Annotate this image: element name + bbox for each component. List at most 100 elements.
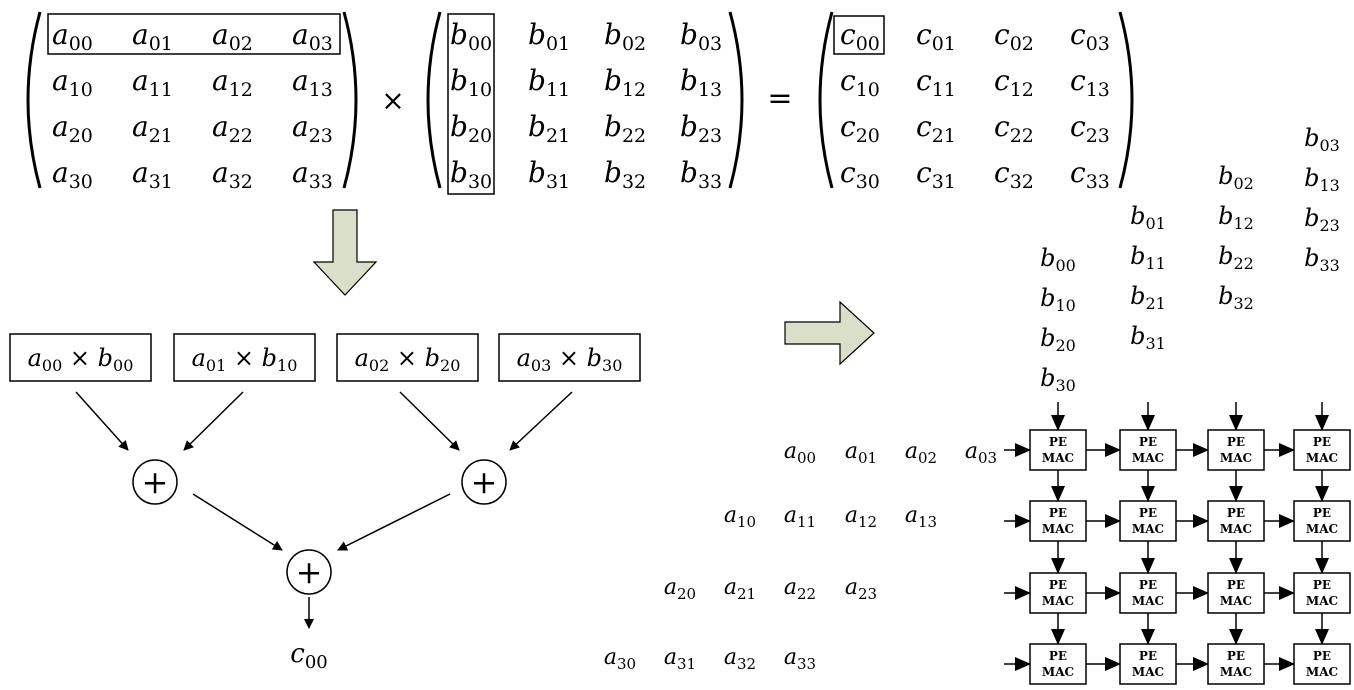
pe-label-bottom: MAC xyxy=(1132,665,1164,679)
matrix-a-cell-32: a32 xyxy=(212,156,253,193)
matrix-a-right-paren xyxy=(342,11,358,189)
matrix-b-cell-33: b33 xyxy=(680,156,722,193)
matrix-a-cell-33: a33 xyxy=(292,156,333,193)
matrix-c-cell-13: c13 xyxy=(1070,64,1110,101)
pe-label-top: PE xyxy=(1049,506,1067,520)
product-box-0 xyxy=(9,333,152,382)
matrix-a-cell-03: a03 xyxy=(292,18,333,55)
pe-grid: PE MAC PE MAC PE MAC PE MAC PE MAC PE MAC PE MAC PE MAC… xyxy=(1004,402,1351,685)
a-input-02: a02 xyxy=(905,439,937,467)
pe-label-top: PE xyxy=(1227,649,1245,663)
plus-symbol: + xyxy=(471,463,498,501)
matrix-b-cell-13: b13 xyxy=(680,64,722,101)
product-labels: a00 × b00 a01 × b10 a02 × b20 a03 × b30 xyxy=(28,344,623,375)
matrix-a-cell-10: a10 xyxy=(52,64,93,101)
pe-label-top: PE xyxy=(1227,578,1245,592)
adder-tree: + + + xyxy=(75,391,573,629)
tree-arrow xyxy=(509,391,573,451)
pe-label-bottom: MAC xyxy=(1220,451,1252,465)
matrix-c-cell-32: c32 xyxy=(994,156,1034,193)
matrix-b-cell-10: b10 xyxy=(450,64,492,101)
matrix-c-cell-12: c12 xyxy=(994,64,1034,101)
a-input-23: a23 xyxy=(845,575,877,603)
a-input-32: a32 xyxy=(724,645,756,673)
pe-label-top: PE xyxy=(1227,506,1245,520)
b-input-23: b23 xyxy=(1304,204,1340,235)
plus-symbol: + xyxy=(142,463,169,501)
pe-cell-01: PE MAC xyxy=(1119,429,1177,471)
b-input-13: b13 xyxy=(1304,164,1340,195)
adder-node-right xyxy=(461,459,507,505)
times-operator: × xyxy=(381,84,404,117)
matrix-b-cell-21: b21 xyxy=(528,110,570,147)
matrix-b-right-paren xyxy=(728,11,744,189)
matrix-c-cell-21: c21 xyxy=(916,110,956,147)
matrix-a-left-paren xyxy=(26,11,42,189)
matrix-a-cell-02: a02 xyxy=(212,18,253,55)
b-input-32: b32 xyxy=(1218,282,1254,313)
pe-label-bottom: MAC xyxy=(1042,665,1074,679)
matrix-a-cell-22: a22 xyxy=(212,110,253,147)
adder-node-final xyxy=(286,549,332,595)
matrix-a-cell-21: a21 xyxy=(132,110,173,147)
equals-operator: = xyxy=(767,81,792,116)
a-input-33: a33 xyxy=(784,645,816,673)
matrix-c-cell-10: c10 xyxy=(840,64,880,101)
product-box-2 xyxy=(336,333,479,382)
matrix-b-cell-30: b30 xyxy=(450,156,492,193)
product-label-2: a02 × b20 xyxy=(355,344,461,375)
a-input-13: a13 xyxy=(905,503,937,531)
pe-label-bottom: MAC xyxy=(1042,594,1074,608)
pe-label-top: PE xyxy=(1139,578,1157,592)
tree-arrow xyxy=(75,391,129,451)
matrix-a-cell-01: a01 xyxy=(132,18,173,55)
product-label-1: a01 × b10 xyxy=(192,344,298,375)
matrix-a-cell-31: a31 xyxy=(132,156,173,193)
a-input-31: a31 xyxy=(664,645,696,673)
matrix-a-cell-23: a23 xyxy=(292,110,333,147)
matrix-c-left-paren xyxy=(818,11,834,189)
matrix-b-cell-03: b03 xyxy=(680,18,722,55)
pe-box xyxy=(1119,643,1177,685)
matrix-b-cell-22: b22 xyxy=(604,110,646,147)
pe-label-top: PE xyxy=(1313,435,1331,449)
pe-label-top: PE xyxy=(1313,578,1331,592)
pe-label-bottom: MAC xyxy=(1306,522,1338,536)
matrix-c-cell-23: c23 xyxy=(1070,110,1110,147)
product-label-0: a00 × b00 xyxy=(28,344,134,375)
a-input-22: a22 xyxy=(784,575,816,603)
tree-arrow xyxy=(399,391,460,451)
product-box-1 xyxy=(173,333,316,382)
product-label-3: a03 × b30 xyxy=(517,344,623,375)
matrix-b-cell-20: b20 xyxy=(450,110,492,147)
pe-label-bottom: MAC xyxy=(1220,522,1252,536)
matrix-b-cell-01: b01 xyxy=(528,18,570,55)
tree-arrow xyxy=(183,391,244,451)
matrix-c-cell-11: c11 xyxy=(916,64,956,101)
pe-label-bottom: MAC xyxy=(1132,451,1164,465)
pe-label-top: PE xyxy=(1139,435,1157,449)
b-input-00: b00 xyxy=(1040,244,1076,275)
a-input-03: a03 xyxy=(965,439,997,467)
b-input-33: b33 xyxy=(1304,244,1340,275)
matrix-a-cell-11: a11 xyxy=(132,64,173,101)
pe-label-bottom: MAC xyxy=(1306,665,1338,679)
pe-label-bottom: MAC xyxy=(1220,594,1252,608)
pe-label-top: PE xyxy=(1049,578,1067,592)
a-input-10: a10 xyxy=(724,503,756,531)
matrix-a-cell-12: a12 xyxy=(212,64,253,101)
pe-label-top: PE xyxy=(1049,435,1067,449)
a-input-11: a11 xyxy=(784,503,816,531)
matrix-c-cell-20: c20 xyxy=(840,110,880,147)
pe-label-bottom: MAC xyxy=(1132,522,1164,536)
